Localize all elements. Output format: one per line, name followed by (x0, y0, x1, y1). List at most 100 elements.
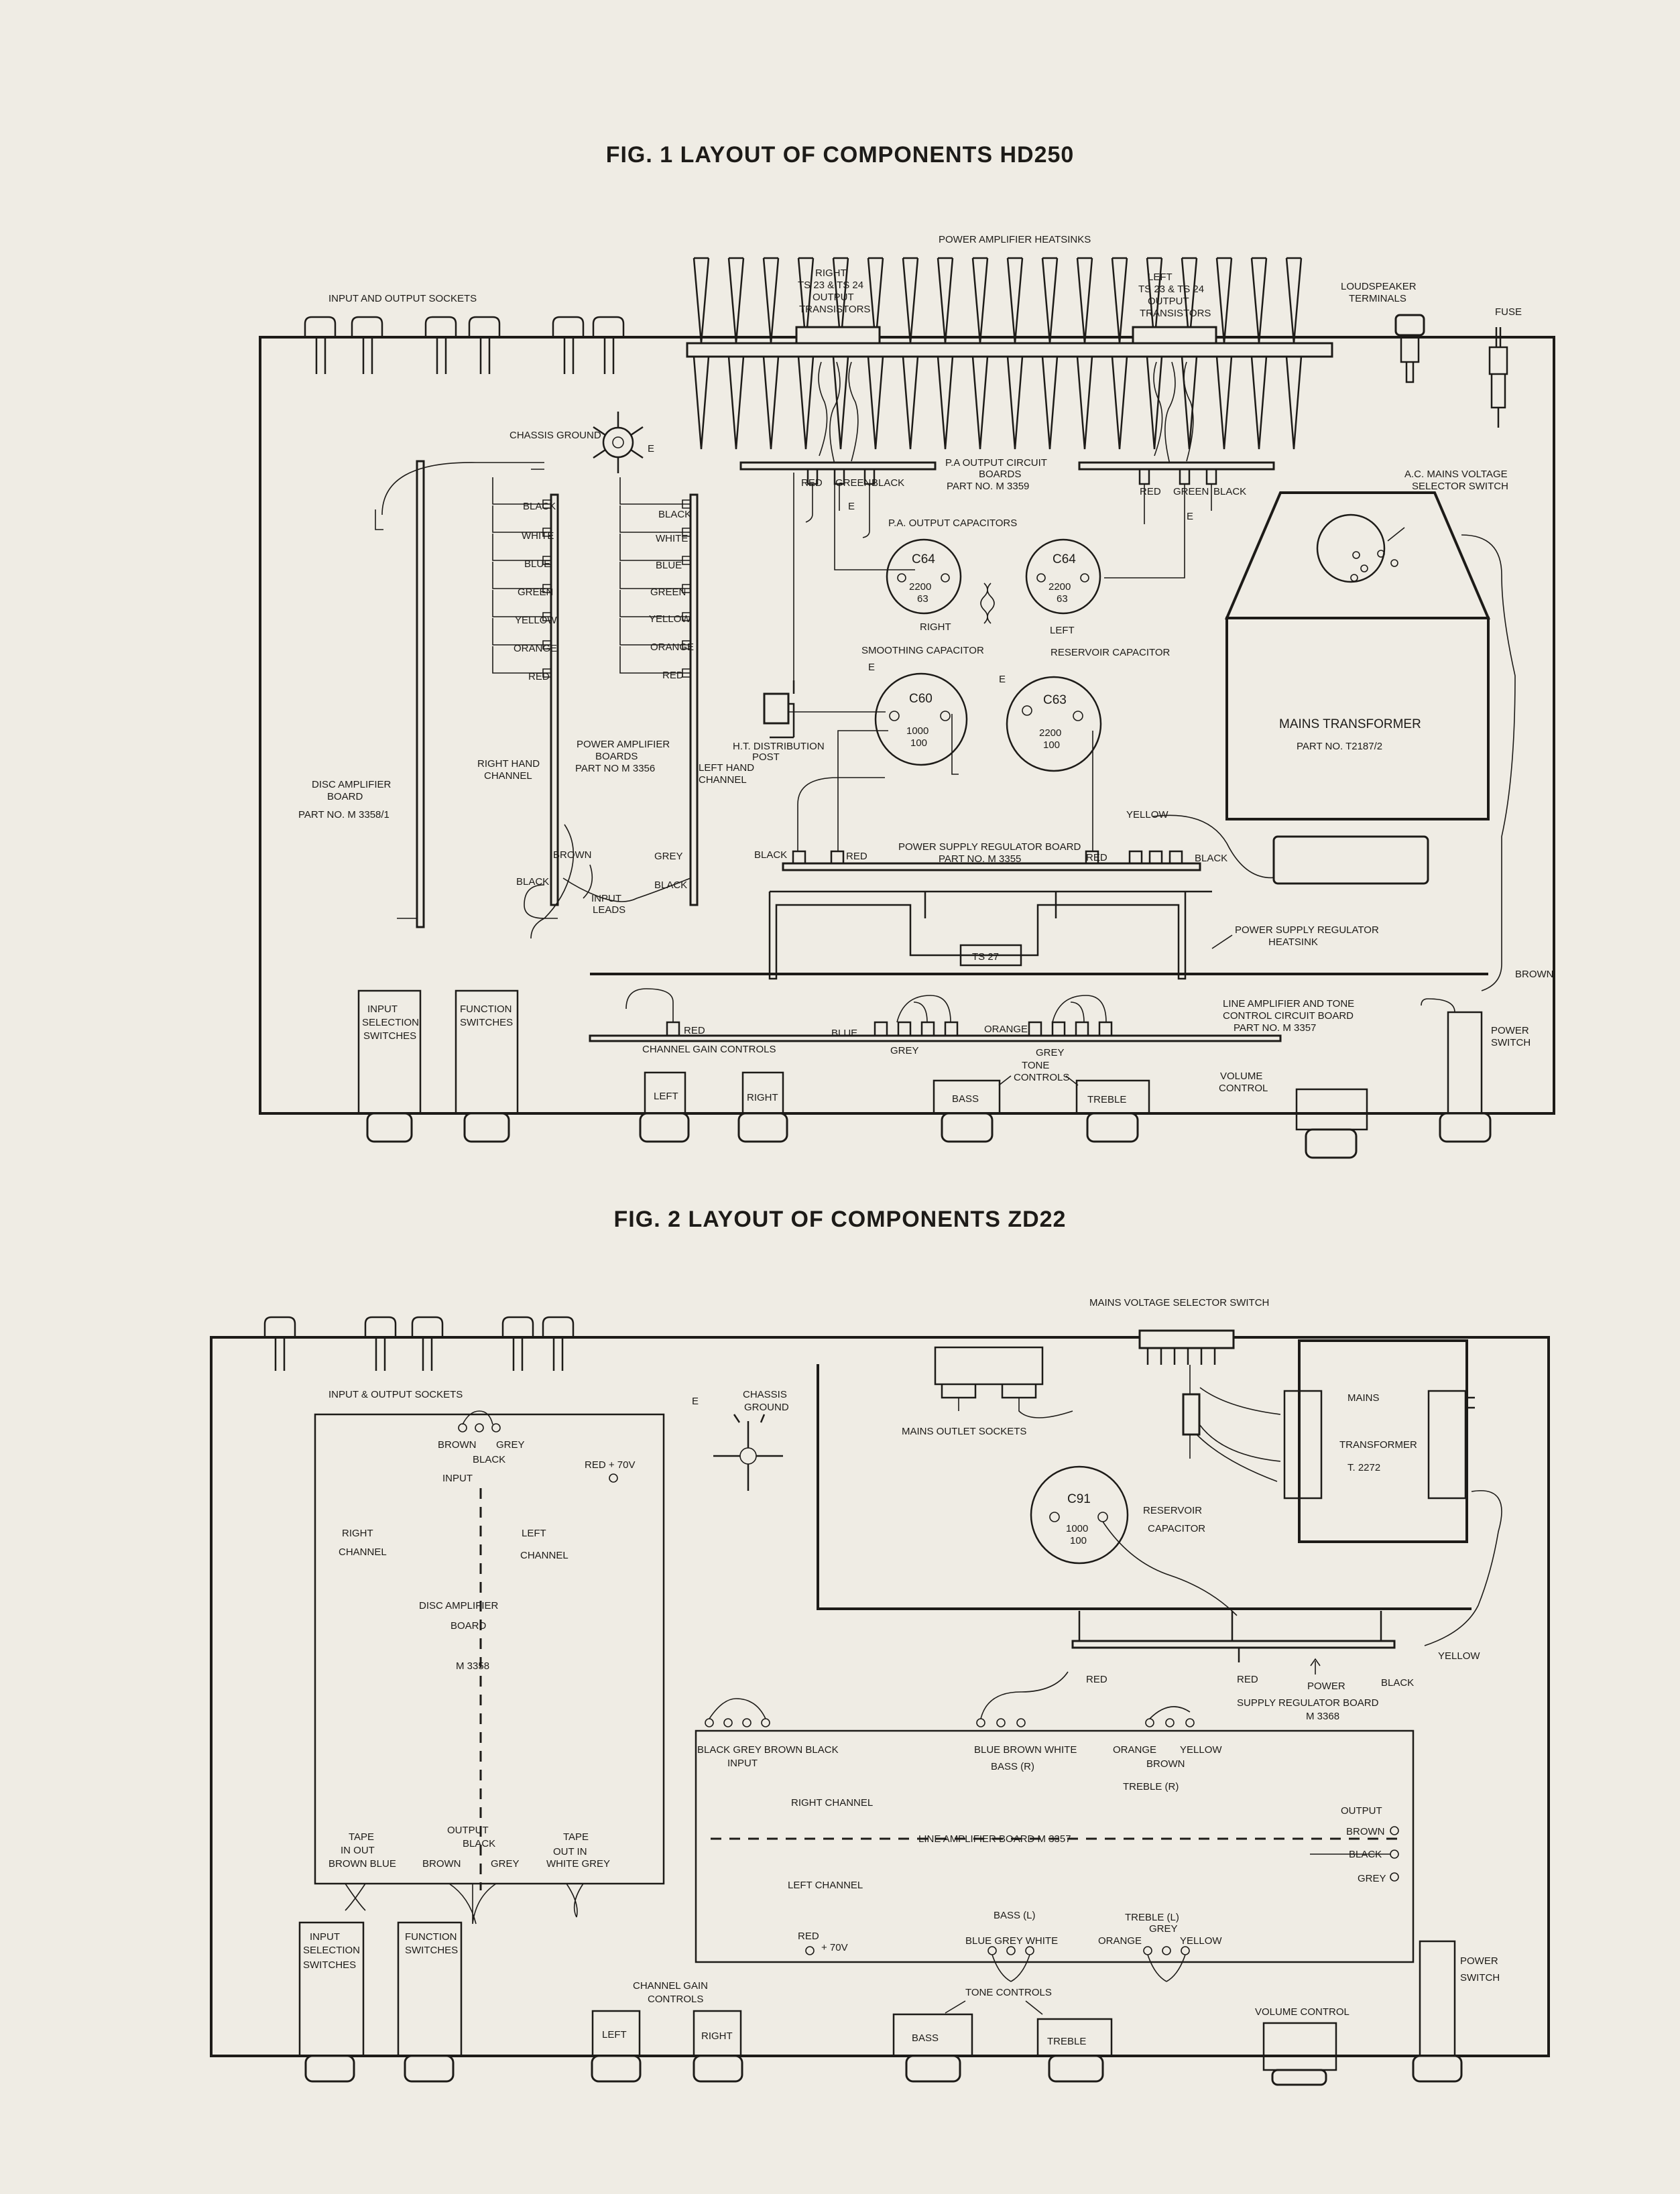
fig2-func-2: SWITCHES (405, 1945, 458, 1956)
fig1-treble-knob[interactable] (1075, 1079, 1150, 1143)
fig2-res-2: CAPACITOR (1148, 1523, 1205, 1534)
fig1-rw-green: GREEN (518, 587, 553, 598)
fig2-sockets (263, 1316, 575, 1371)
fig1-rtrans-4: TRANSISTORS (799, 304, 870, 315)
fig2-c91-v2: 100 (1070, 1535, 1087, 1546)
fig2-input: INPUT (442, 1473, 473, 1484)
fig1-lw-green: GREEN (650, 587, 686, 598)
fig2-volume-knob[interactable] (1262, 2022, 1337, 2086)
fig1-gain-left-knob[interactable] (639, 1071, 690, 1143)
fig2-out-black: BLACK (1349, 1849, 1382, 1860)
fig2-bass-l-wires: BLUE GREY WHITE (965, 1935, 1058, 1947)
fig1-heatsinks (686, 257, 1333, 450)
fig1-black-short: BLACK (516, 876, 549, 888)
fig2-chassis-1: CHASSIS (743, 1389, 787, 1400)
fig2-gain-left-knob[interactable] (591, 2010, 642, 2083)
heatsink-fin (762, 257, 780, 450)
fig1-reservoir-label: RESERVOIR CAPACITOR (1051, 647, 1171, 658)
fig1-c64-right-label: RIGHT (920, 621, 951, 633)
fig2-ps-3: M 3368 (1306, 1711, 1339, 1722)
heatsink-fin (1215, 257, 1233, 450)
fig2-disc-input-wire (462, 1410, 493, 1425)
fig2-treble-r-w1: ORANGE (1113, 1744, 1156, 1756)
fig2-out-brown: BROWN (1346, 1826, 1385, 1837)
fig2-bass: BASS (912, 2032, 939, 2044)
fig1-c64-left-label: LEFT (1050, 625, 1075, 636)
fig2-line-amp-wires (709, 1671, 1390, 1982)
fig1-rw-orange: ORANGE (514, 643, 557, 654)
fig2-psr-posts (1078, 1611, 1382, 1662)
fig1-rw-black: BLACK (523, 501, 556, 512)
fig1-input-leads-2 (562, 877, 691, 902)
fig2-chassis (210, 1336, 1550, 2057)
fig1-sockets-label: INPUT AND OUTPUT SOCKETS (328, 293, 477, 304)
fig2-red-70-val: + 70V (821, 1942, 848, 1953)
fig1-treble: TREBLE (1087, 1094, 1126, 1105)
fig2-disc-2: BOARD (451, 1620, 487, 1632)
fig1-gain-right-knob[interactable] (737, 1071, 788, 1143)
fig1-ht-1: H.T. DISTRIBUTION (733, 741, 825, 752)
fig1-ls-1: LOUDSPEAKER (1341, 281, 1417, 292)
fig1-bass-knob[interactable] (933, 1079, 1001, 1143)
fig1-c64-right (886, 538, 962, 615)
fig2-power-1: POWER (1460, 1955, 1498, 1967)
heatsink-fin (1111, 257, 1128, 450)
fig2-gain-1: CHANNEL GAIN (633, 1980, 708, 1992)
fig1-cap-twist (980, 583, 995, 624)
fig1-c64l-v2: 63 (1057, 593, 1068, 605)
fig1-la-red: RED (684, 1025, 705, 1036)
fig2-isel-1: INPUT (310, 1931, 340, 1943)
fig1-pa-l-black: BLACK (1213, 486, 1246, 497)
fig2-output: OUTPUT (1341, 1805, 1382, 1817)
fig2-yellow: YELLOW (1438, 1650, 1480, 1662)
fig1-power-switch[interactable] (1439, 1011, 1492, 1143)
heatsink-fin (971, 257, 989, 450)
fig1-c63-label: C63 (1043, 693, 1067, 707)
fig2-c91 (1030, 1465, 1129, 1565)
fig1-loudspeaker-terminals (1394, 314, 1425, 383)
heatsink-fin (832, 257, 849, 450)
fig2-red-psr: RED (1237, 1674, 1258, 1685)
fig1-line-amp-3: PART No. M 3357 (1234, 1022, 1316, 1034)
fig1-volume-knob[interactable] (1295, 1088, 1368, 1159)
heatsink-fin (1041, 257, 1059, 450)
fig2-treble-knob[interactable] (1036, 2018, 1113, 2083)
fig2-treble: TREBLE (1047, 2036, 1086, 2047)
fig1-func-1: FUNCTION (460, 1003, 512, 1015)
fig1-pa-left-terminals (1138, 469, 1217, 485)
heatsink-fin (902, 257, 919, 450)
fig1-mains-cord (1461, 534, 1516, 991)
fig2-line-amp-board (695, 1729, 1415, 1963)
fig1-ltrans-2: TS 23 & TS 24 (1138, 284, 1204, 295)
fig2-gain-right-knob[interactable] (693, 2010, 743, 2083)
fig1-brown: BROWN (1515, 969, 1554, 980)
fig1-psr-black: BLACK (754, 849, 787, 861)
fig1-mains-transformer (1224, 491, 1491, 820)
fig1-c64r-v2: 63 (917, 593, 928, 605)
fig2-func-1: FUNCTION (405, 1931, 457, 1943)
fig2-bass-knob[interactable] (892, 2013, 973, 2083)
fig2-grey: GREY (496, 1439, 525, 1451)
fig1-ht-post (763, 473, 959, 775)
wire-ladder-rung (492, 618, 552, 650)
fig1-title: FIG. 1 LAYOUT OF COMPONENTS HD250 (605, 142, 1075, 168)
fig1-ltrans-3: OUTPUT (1148, 296, 1189, 307)
heatsink-fin (937, 257, 954, 450)
fig2-gain-left: LEFT (602, 2029, 627, 2040)
fig1-pamp-2: BOARDS (595, 751, 638, 762)
fig2-brown: BROWN (438, 1439, 477, 1451)
fig1-ground-e: E (648, 443, 654, 454)
fig1-psr-wires (797, 730, 1093, 851)
fig2-power-switch[interactable] (1412, 1940, 1463, 2083)
heatsink-fin (1250, 257, 1268, 450)
fig1-c60-e: E (868, 662, 875, 673)
fig1-ls-2: TERMINALS (1349, 293, 1406, 304)
wire-ladder-rung (492, 505, 552, 537)
fig2-red-70-label: RED (798, 1931, 819, 1942)
fig1-tone-1: TONE (1022, 1060, 1049, 1071)
fig1-ltrans-4: TRANSISTORS (1140, 308, 1211, 319)
fig2-mains-outlet (934, 1346, 1073, 1418)
fig1-gain-right: RIGHT (747, 1092, 778, 1103)
fig2-isel-2: SELECTION (303, 1945, 360, 1956)
fig1-rhand-1: RIGHT HAND (477, 758, 540, 770)
